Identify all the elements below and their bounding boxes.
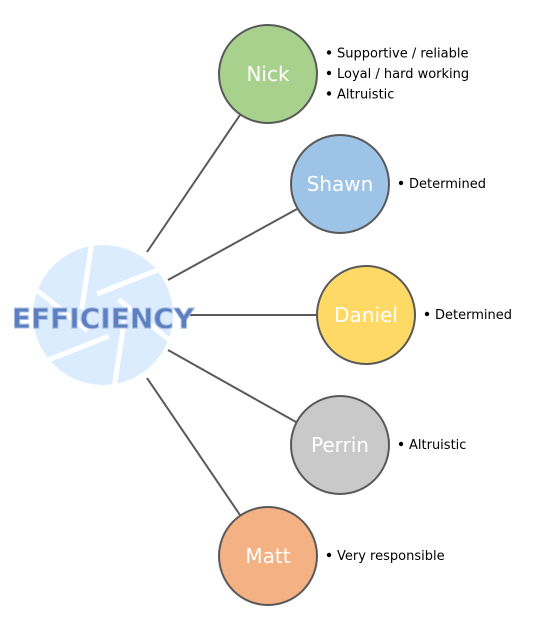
bubble-shawn [290,134,390,234]
trait-daniel: Determined [435,308,512,323]
name-daniel: Daniel [334,303,398,327]
node-perrin: Perrin Altruistic [290,395,466,495]
connector-lines [146,114,317,516]
bullet-icon [326,552,332,558]
aperture-blade-line [79,243,95,310]
bubble-matt [218,506,318,606]
bubble-perrin [290,395,390,495]
aperture-blade-line [34,287,90,333]
trait-nick: Altruistic [337,88,394,103]
aperture-logo-icon [33,243,173,387]
node-matt: Matt Very responsible [218,506,445,606]
trait-nick: Supportive / reliable [337,47,468,62]
name-shawn: Shawn [307,172,374,196]
bullet-icon [326,91,332,96]
aperture-blade-line [111,320,127,387]
bubble-daniel [316,265,416,365]
bullet-icon [398,180,404,186]
connector-perrin [167,349,297,423]
aperture-blade-line [96,267,160,297]
bubble-nick [218,24,318,124]
connector-shawn [167,208,298,281]
center-label: EFFICIENCY [12,302,195,335]
aperture-blade-line [46,333,110,363]
trait-matt: Very responsible [337,549,445,564]
trait-nick: Loyal / hard working [337,67,469,82]
aperture-blade-line [116,297,172,343]
bullet-icon [326,70,332,76]
bullet-icon [424,311,430,317]
bullet-icon [326,50,332,55]
connector-matt [146,377,241,516]
node-shawn: Shawn Determined [290,134,486,234]
node-daniel: Daniel Determined [316,265,512,365]
name-matt: Matt [245,544,290,568]
name-perrin: Perrin [311,433,369,457]
connector-nick [146,114,241,253]
trait-perrin: Altruistic [409,438,466,453]
name-nick: Nick [246,62,290,86]
trait-shawn: Determined [409,177,486,192]
bullet-icon [398,441,404,447]
